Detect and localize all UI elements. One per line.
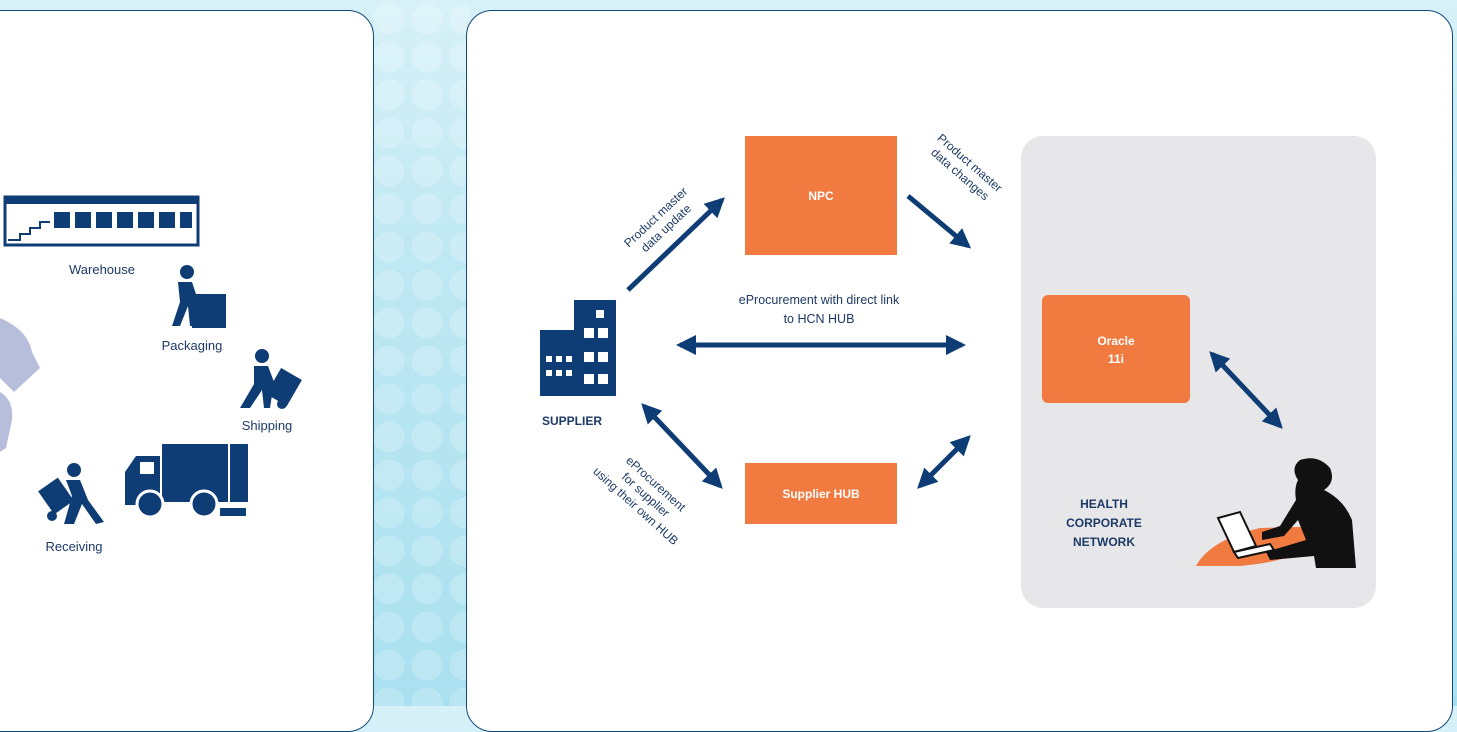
supplier-building-icon [540, 300, 616, 396]
warehouse-label: Warehouse [69, 262, 135, 277]
truck-icon [125, 444, 248, 519]
oracle-box [1042, 295, 1190, 403]
warehouse-icon [3, 195, 200, 247]
health-label-line3: NETWORK [1073, 535, 1135, 549]
oracle-label-line2: 11i [1108, 352, 1124, 366]
arrow-npc-to-network [906, 194, 972, 249]
supplier-hub-label: Supplier HUB [782, 487, 860, 501]
supplier-hub-box [745, 463, 897, 524]
health-label-line1: HEALTH [1080, 497, 1128, 511]
supplier-label: SUPPLIER [542, 414, 602, 428]
diagram-canvas: Warehouse Packaging Shipping Receiving N… [0, 131, 1376, 608]
eproc-direct-line1: eProcurement with direct link [739, 293, 900, 307]
product-master-changes-label: Product master data changes [928, 131, 1005, 203]
receiving-label: Receiving [45, 539, 102, 554]
eproc-own-hub-label: eProcurement for supplier using their ow… [590, 453, 689, 548]
product-master-update-label: Product master data update [621, 184, 694, 255]
packaging-worker-icon [172, 265, 226, 328]
health-network-area [1021, 136, 1376, 608]
arrow-supplier-to-hub [641, 403, 723, 489]
cycle-arrows-icon [0, 318, 40, 452]
health-label-line2: CORPORATE [1066, 516, 1142, 530]
person-at-laptop-icon [1196, 458, 1356, 568]
eproc-direct-line2: to HCN HUB [784, 312, 855, 326]
oracle-label-line1: Oracle [1097, 334, 1135, 348]
shipping-worker-icon [240, 349, 302, 409]
receiving-worker-icon [38, 463, 104, 524]
arrow-hub-to-network [917, 435, 971, 489]
dotted-background-strip [370, 0, 470, 706]
packaging-label: Packaging [162, 338, 223, 353]
shipping-label: Shipping [242, 418, 293, 433]
npc-box [745, 136, 897, 255]
npc-label: NPC [808, 189, 834, 203]
arrow-supplier-to-npc [626, 197, 725, 292]
logistics-panel [0, 10, 374, 732]
arrow-oracle-to-user [1209, 351, 1283, 429]
